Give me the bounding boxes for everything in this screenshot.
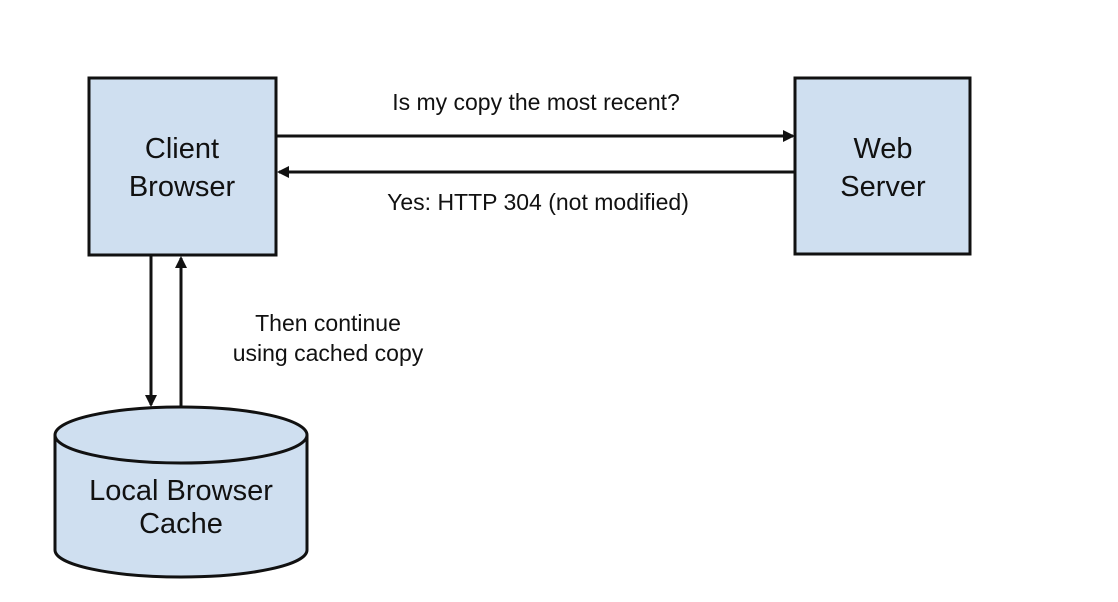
local-cache-cylinder-body (53, 435, 309, 579)
cache-note-line1: Then continue (255, 310, 401, 336)
response-edge: Yes: HTTP 304 (not modified) (277, 166, 795, 215)
client-browser-box (87, 76, 278, 257)
client-browser-label-line2: Browser (129, 171, 236, 203)
client-browser-node: Client Browser (87, 76, 278, 257)
web-server-node: Web Server (793, 76, 972, 256)
web-server-label-line1: Web (853, 133, 912, 165)
cache-note-line2: using cached copy (233, 340, 424, 366)
local-cache-label-line2: Cache (139, 508, 223, 540)
local-cache-node: Local Browser Cache (53, 405, 309, 579)
response-label: Yes: HTTP 304 (not modified) (387, 189, 689, 215)
request-edge: Is my copy the most recent? (277, 89, 795, 142)
cache-edges: Then continue using cached copy (145, 256, 424, 407)
local-cache-cylinder-top (53, 405, 309, 465)
web-server-label-line2: Server (840, 171, 926, 203)
local-cache-label-line1: Local Browser (89, 475, 273, 507)
client-browser-label-line1: Client (145, 133, 219, 165)
request-label: Is my copy the most recent? (392, 89, 680, 115)
web-server-box (793, 76, 972, 256)
